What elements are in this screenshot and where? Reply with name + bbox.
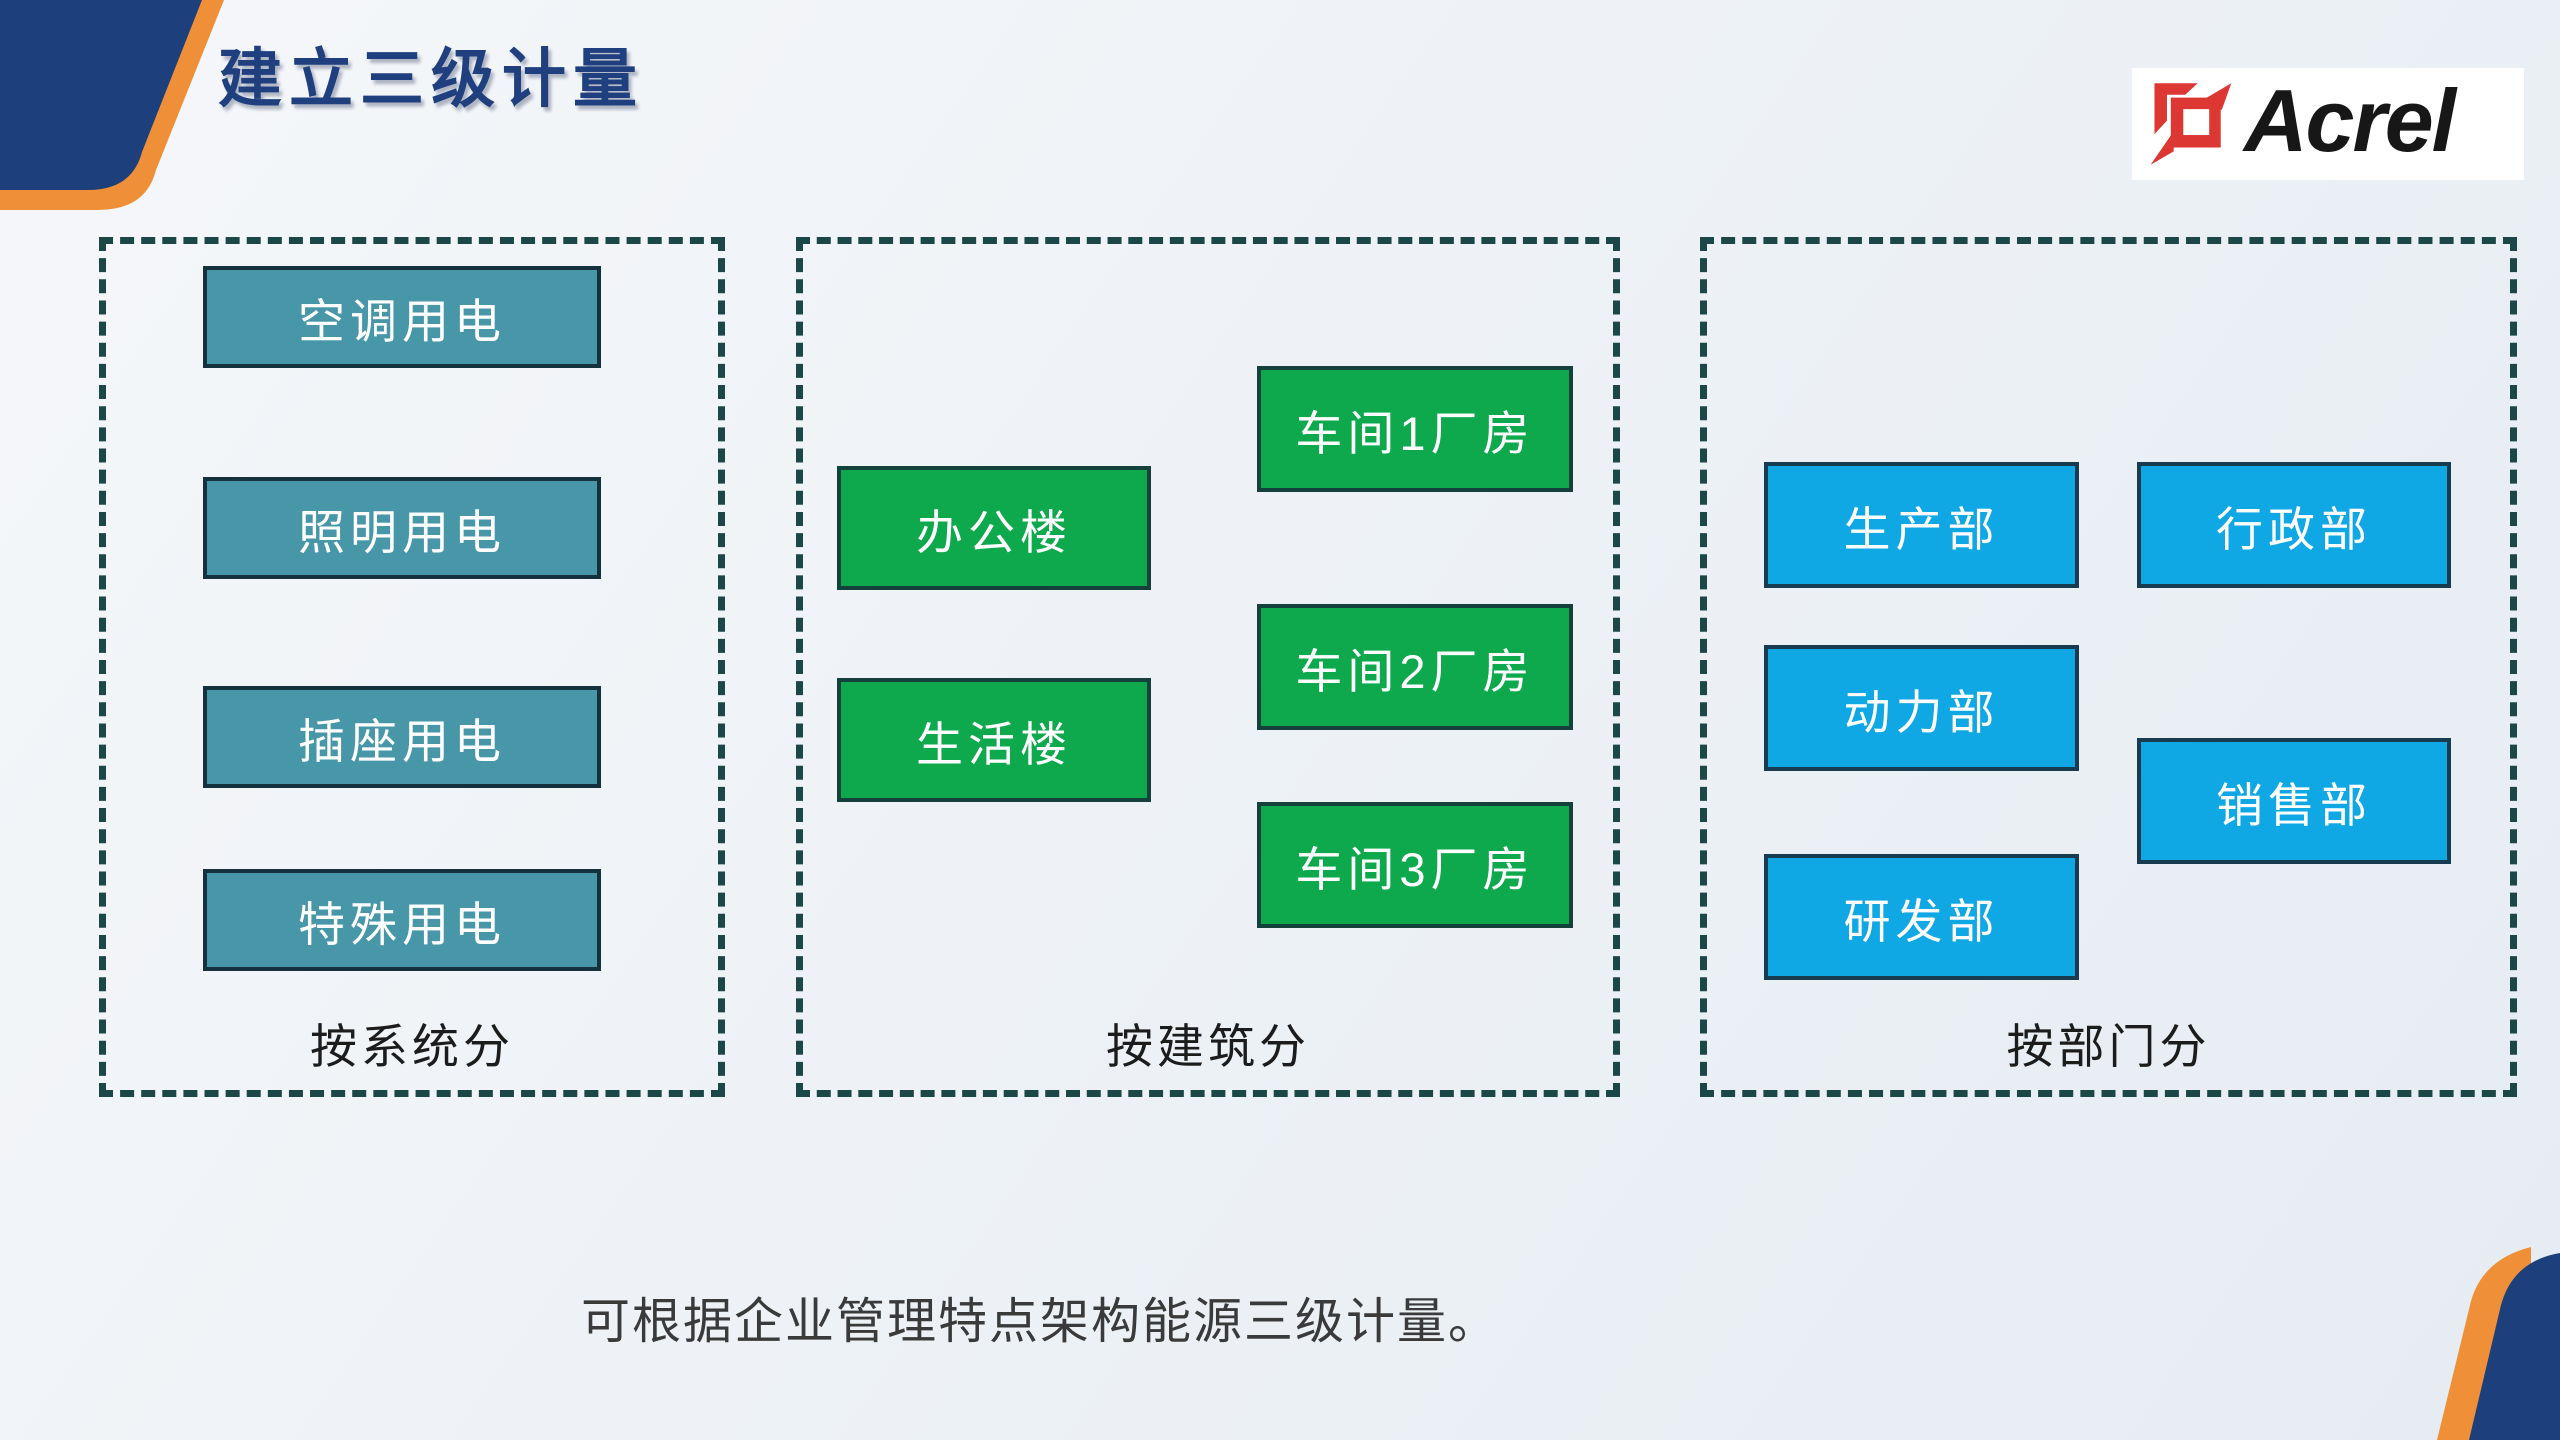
group-by-system	[99, 237, 725, 1097]
caption-text: 可根据企业管理特点架构能源三级计量。	[580, 1295, 1499, 1349]
group-label-by-department: 按部门分	[2006, 1020, 2211, 1073]
box-hvac-power: 空调用电	[203, 266, 601, 368]
box-admin-dept: 行政部	[2137, 462, 2451, 588]
acrel-logo: Acrel	[2132, 68, 2524, 180]
box-production-dept: 生产部	[1764, 462, 2079, 588]
group-by-building	[796, 237, 1620, 1097]
box-lighting-power: 照明用电	[203, 477, 601, 579]
corner-navy-shape	[0, 0, 202, 190]
group-by-department	[1700, 237, 2517, 1097]
box-workshop-2: 车间2厂房	[1257, 604, 1573, 730]
group-label-by-system: 按系统分	[310, 1020, 514, 1073]
page-title: 建立三级计量	[218, 43, 644, 115]
box-special-power: 特殊用电	[203, 869, 601, 971]
corner-navy-shape	[2469, 1253, 2560, 1440]
box-living-building: 生活楼	[837, 678, 1151, 802]
acrel-logo-icon	[2150, 83, 2232, 165]
group-label-by-building: 按建筑分	[1106, 1020, 1310, 1073]
box-workshop-1: 车间1厂房	[1257, 366, 1573, 492]
corner-decoration-top-left	[0, 0, 224, 210]
box-workshop-3: 车间3厂房	[1257, 802, 1573, 928]
acrel-logo-text: Acrel	[2244, 71, 2456, 170]
box-office-building: 办公楼	[837, 466, 1151, 590]
box-power-dept: 动力部	[1764, 645, 2079, 771]
corner-decoration-bottom-right	[2437, 1247, 2560, 1440]
box-sales-dept: 销售部	[2137, 738, 2451, 864]
box-socket-power: 插座用电	[203, 686, 601, 788]
box-rd-dept: 研发部	[1764, 854, 2079, 980]
